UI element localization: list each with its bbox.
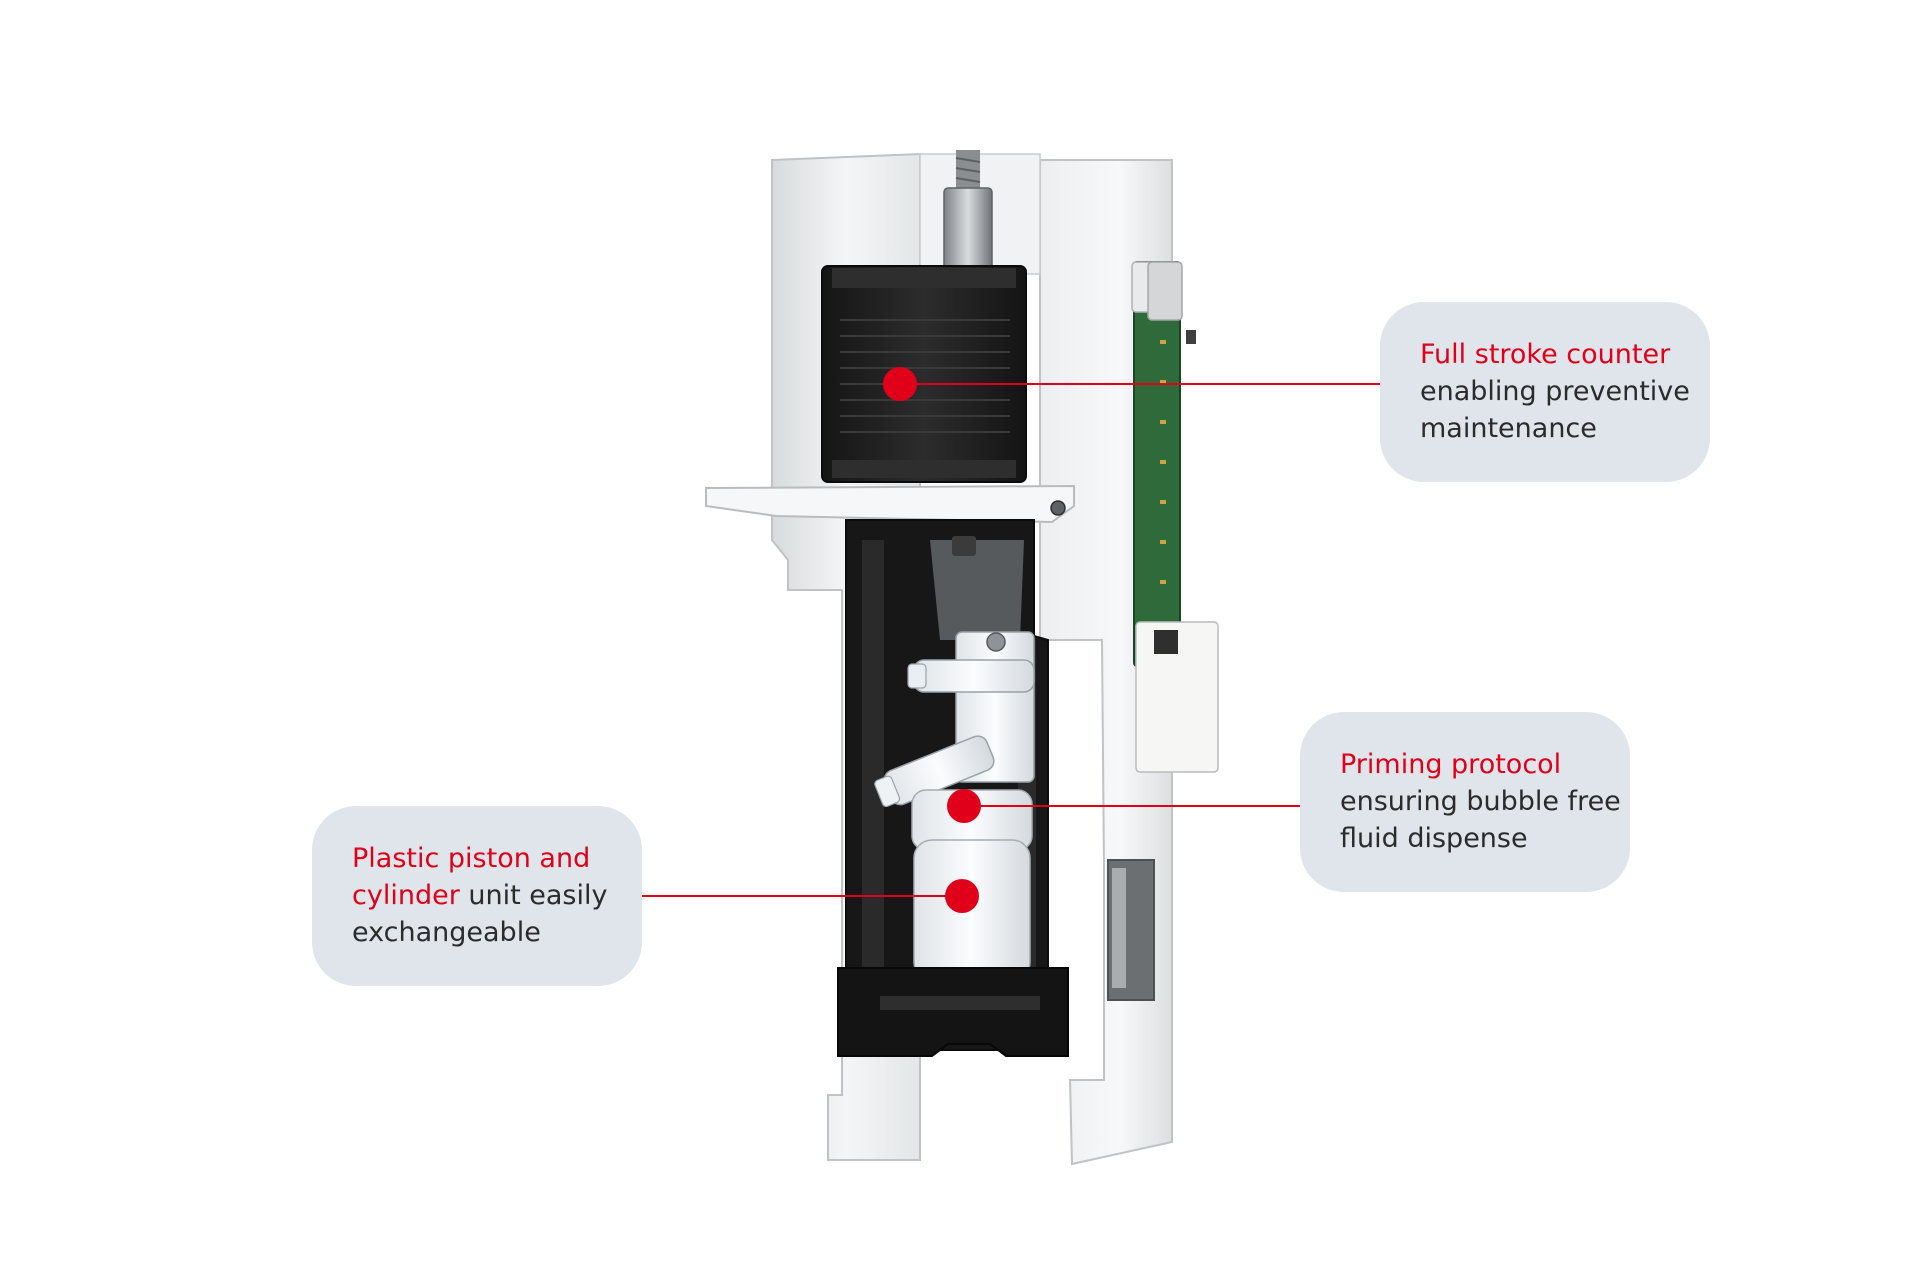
callout-stroke-counter: Full stroke counter enabling preventive … bbox=[1380, 302, 1710, 482]
callout-piston-highlight: cylinder bbox=[352, 880, 460, 911]
encoder-pcb bbox=[1131, 261, 1219, 773]
callout-piston-line2-rest: unit easily bbox=[459, 880, 608, 911]
callout-stroke-title: Full stroke counter bbox=[1420, 339, 1671, 370]
callout-piston-cylinder: Plastic piston and cylinder unit easily … bbox=[312, 806, 642, 986]
callout-piston-line2: cylinder unit easily bbox=[352, 877, 642, 914]
callout-stroke-line3: maintenance bbox=[1420, 413, 1597, 444]
stepper-motor bbox=[821, 265, 1027, 483]
callout-priming-title: Priming protocol bbox=[1340, 749, 1562, 780]
hotspot-stroke[interactable] bbox=[883, 367, 917, 401]
valve-assembly bbox=[874, 631, 1035, 808]
callout-stroke-line2: enabling preventive bbox=[1420, 376, 1690, 407]
callout-piston-line3: exchangeable bbox=[352, 917, 541, 948]
hotspot-piston[interactable] bbox=[945, 879, 979, 913]
callout-priming-protocol: Priming protocol ensuring bubble free fl… bbox=[1300, 712, 1630, 892]
mounting-shelf bbox=[705, 484, 1075, 524]
hotspot-priming[interactable] bbox=[947, 789, 981, 823]
callout-piston-line1: Plastic piston and bbox=[352, 843, 591, 874]
bottom-clamp bbox=[837, 967, 1069, 1057]
callout-priming-line2: ensuring bubble free bbox=[1340, 786, 1621, 817]
callout-priming-line3: fluid dispense bbox=[1340, 823, 1528, 854]
lead-screw bbox=[943, 150, 993, 271]
